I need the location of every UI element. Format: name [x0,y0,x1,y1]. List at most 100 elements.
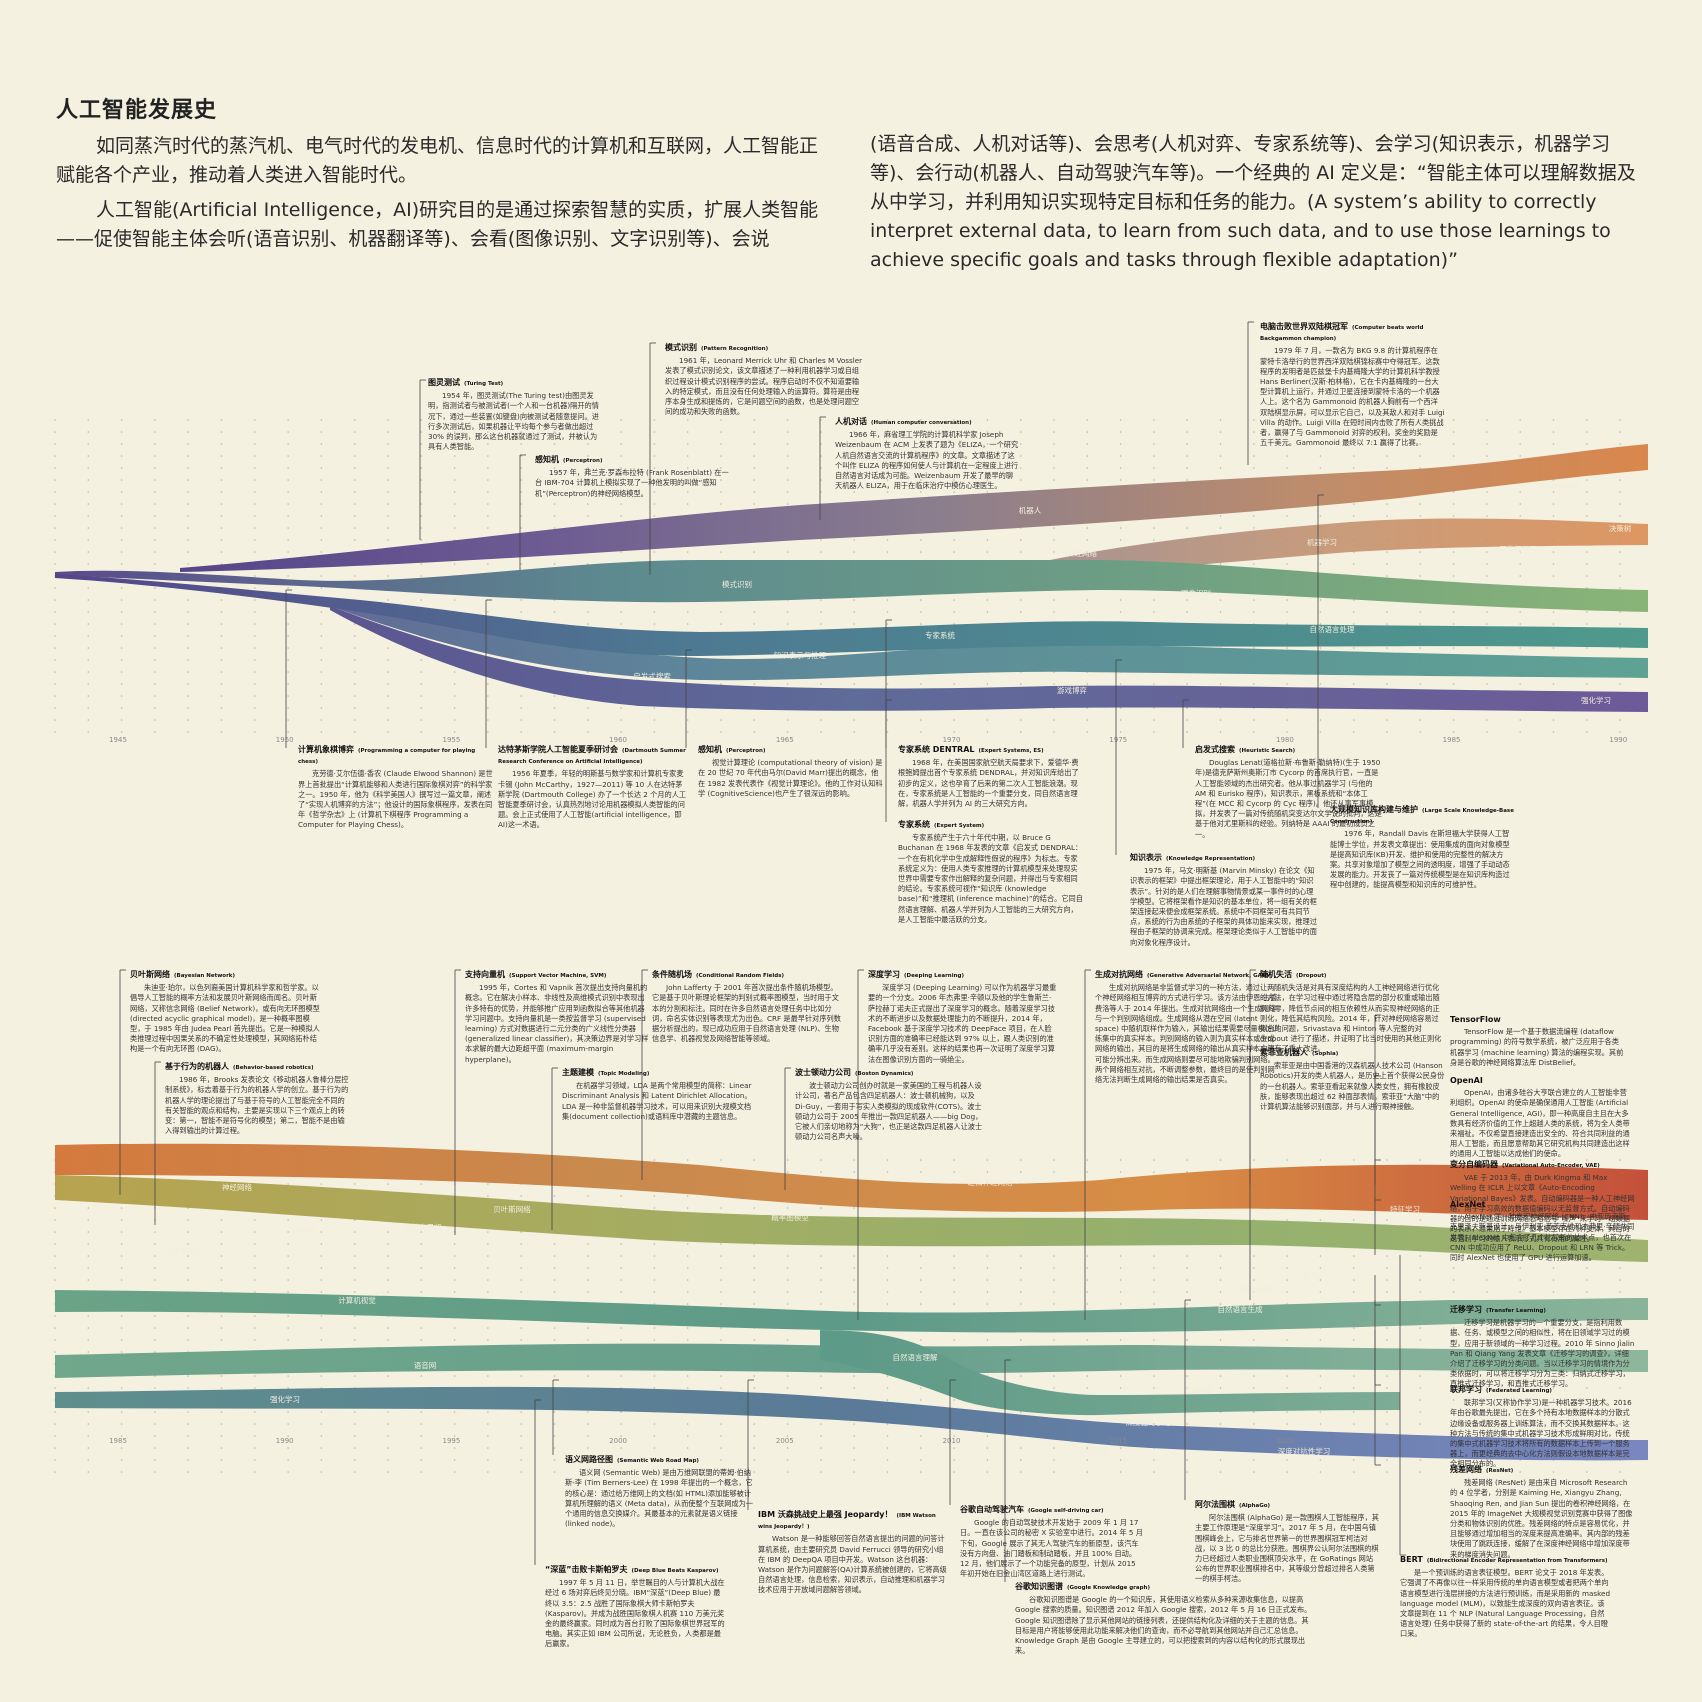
axis2-tick: 2015 [1109,1437,1127,1445]
annotation-body: TensorFlow 是一个基于数据流编程 (dataflow programm… [1450,1027,1624,1067]
annotation-heading-en: (Sophia) [1312,1051,1339,1057]
axis2-tick: 1985 [109,1437,127,1445]
annotation-heading-en: (Programming a computer for playing ches… [298,748,476,766]
annotation-25: OpenAI OpenAI，由诸多硅谷大亨联合建立的人工智能非营利组织。OpenA… [1450,1076,1630,1160]
annotation-heading: 残差网络(ResNet) [1450,1465,1514,1474]
annotation-12: 启发式搜索(Heuristic Search)Douglas Lenat(道格拉… [1195,745,1385,840]
annotation-body: OpenAI，由诸多硅谷大亨联合建立的人工智能非营利组织。OpenAI 的使命是… [1450,1088,1630,1159]
stream-label: 决策树 [1609,523,1632,533]
annotation-13: 大规模知识库构建与维护(Large Scale Knowledge-Base C… [1330,805,1515,891]
annotation-heading-en: (Deeping Learning) [904,973,964,979]
annotation-heading: 索菲亚机器人(Sophia) [1260,1048,1339,1057]
annotation-body: 1976 年，Randall Davis 在斯坦福大学获得人工智能博士学位，并发… [1330,829,1510,890]
axis2-tick: 1995 [442,1437,460,1445]
annotation-heading-en: (Generative Adversarial Network, GAN) [1147,973,1269,979]
stream-label: 机器人 [1019,505,1042,515]
stream-label: 游戏博弈 [1057,685,1087,695]
annotation-16: 支持向量机(Support Vector Machine, SVM)1995 年… [465,970,650,1065]
intro-p2: 人工智能(Artificial Intelligence，AI)研究目的是通过探… [56,199,819,250]
annotation-8: 感知机(Perceptron)视觉计算理论 (computational the… [698,745,883,799]
annotation-15: 基于行为的机器人(Behavior-based robotics)1986 年，… [165,1062,350,1136]
stream-b-cv [55,1290,1648,1333]
annotation-21: 生成对抗网络(Generative Adversarial Network, G… [1095,970,1280,1085]
stream-heuristic [330,606,1648,712]
stream-label: 深度强化学习 [1126,1417,1171,1427]
annotation-heading: 谷歌知识图谱(Google Knowledge graph) [1015,1582,1150,1591]
annotation-23: 索菲亚机器人(Sophia)索菲亚是由中国香港的汉森机器人技术公司 (Hanso… [1260,1048,1445,1112]
stream-neural [55,560,1648,612]
stream-label: 递归神经网络 [968,1177,1013,1187]
annotation-heading: 波士顿动力公司(Boston Dynamics) [795,1068,914,1077]
annotation-heading-en: (Dartmouth Summer Research Conference on… [498,748,686,766]
annotation-body: 1956 年夏季，年轻的明斯基与数学家和计算机专家麦卡锡 (John McCar… [498,769,687,830]
stream-label: 计算机视觉 [338,1295,376,1305]
annotation-body: 1968 年，在美国国家航空航天局要求下，爱德华·费根鲍姆提出首个专家系统 DE… [898,758,1079,809]
stream-label: 知识表示与推理 [774,650,827,660]
annotation-body: 1957 年，弗兰克·罗森布拉特 (Frank Rosenblatt) 在一台 … [535,468,729,498]
stream-label: 自然语言生成 [1218,1304,1263,1314]
annotation-heading: BERT(Bidirectional Encoder Representatio… [1400,1555,1608,1564]
annotation-14: 贝叶斯网络(Bayesian Network)朱迪亚·珀尔，以色列裔美国计算机科… [130,970,320,1055]
axis1-tick: 1955 [442,736,460,744]
stream-label: 支持向量机 [404,1222,442,1232]
annotation-body: Douglas Lenat(道格拉斯·布鲁斯·勒纳特)(生于 1950 年)是德… [1195,758,1382,839]
stream-label: 无监督学习 [1499,544,1537,554]
stream-label: 概率图模型 [771,1212,809,1222]
stream-label: 决策树 [294,1225,317,1235]
annotation-body: 1986 年，Brooks 发表论文《移动机器人鲁棒分层控制系统》，标志着基于行… [165,1075,349,1136]
annotation-9: 专家系统 DENTRAL(Expert Systems, ES)1968 年，在… [898,745,1083,809]
annotation-heading: 大规模知识库构建与维护(Large Scale Knowledge-Base C… [1330,805,1514,826]
stream-label: 贝叶斯网络 [493,1204,531,1214]
annotation-heading: AlexNet [1450,1200,1486,1209]
axis2-tick: 1990 [276,1437,294,1445]
annotation-body: 1961 年，Leonard Merrick Uhr 和 Charles M V… [665,356,863,417]
annotation-heading: 模式识别(Pattern Recognition) [665,343,769,352]
annotation-heading: OpenAI [1450,1076,1483,1085]
annotation-heading: 迁移学习(Transfer Learning) [1450,1305,1546,1314]
axis2-tick: 2010 [943,1437,961,1445]
annotation-body: 1966 年，麻省理工学院的计算机科学家 Joseph Weizenbaum 在… [835,430,1019,491]
annotation-heading: 谷歌自动驾驶汽车(Google self-driving car) [960,1505,1104,1514]
annotation-heading-en: (Bayesian Network) [174,973,235,979]
annotation-11: 知识表示(Knowledge Representation)1975 年，马文·… [1130,853,1320,948]
annotation-body: 迁移学习是机器学习的一个重要分支，是指利用数据、任务、或模型之间的相似性，将在旧… [1450,1318,1635,1389]
stream-label: 知识图谱 [1183,1385,1213,1395]
annotation-heading: 达特茅斯学院人工智能夏季研讨会(Dartmouth Summer Researc… [498,745,686,766]
annotation-heading-en: (Heuristic Search) [1239,748,1296,754]
intro-p3: (语音合成、人机对话等)、会思考(人机对弈、专家系统等)、会学习(知识表示，机器… [870,133,1636,271]
annotation-37: 谷歌知识图谱(Google Knowledge graph) 谷歌知识图谱是 Go… [1015,1582,1315,1656]
annotation-heading-en: (Deep Blue Beats Kasparov) [631,1568,719,1574]
annotation-body: 视觉计算理论 (computational theory of vision) … [698,758,883,798]
annotation-heading: 贝叶斯网络(Bayesian Network) [130,970,235,979]
stream-label: 迁移学习 [1388,1252,1418,1262]
annotation-22: 随机失活(Dropout)随机失活是对具有深度结构的人工神经网络进行优化的方法，… [1260,970,1445,1055]
annotation-heading-en: (Transfer Learning) [1486,1308,1546,1314]
axis1-tick: 1965 [776,736,794,744]
annotation-heading-en: (Support Vector Machine, SVM) [509,973,607,979]
stream-label: 无监督学习 [166,1245,204,1255]
stream-ml-upper [1050,518,1648,575]
axis2-tick: 2000 [609,1437,627,1445]
stream-label: 特征学习 [1390,1204,1420,1214]
annotation-17: 条件随机场(Conditional Random Fields)John Laf… [652,970,842,1044]
annotation-heading-en: (Expert System) [934,823,985,829]
annotation-heading: 感知机(Perceptron) [535,455,603,464]
stream-b-nlu [820,1330,1400,1416]
axis2-tick: 2020 [1276,1437,1294,1445]
annotation-heading: IBM 沃森挑战史上最强 Jeopardy！(IBM Watson wins J… [758,1510,936,1531]
annotation-body: 是一个预训练的语言表征模型。BERT 论文于 2018 年发表。它强调了不再像以… [1400,1568,1611,1639]
annotation-body: 1954 年，图灵测试(The Turing test)由图灵发明，指测试者与被… [428,391,599,452]
page-title: 人工智能发展史 [56,98,218,123]
stream-label: 自然语言理解 [893,1352,938,1362]
annotation-heading-en: (ResNet) [1486,1468,1514,1474]
annotation-heading-en: (Bidirectional Encoder Representation fr… [1426,1558,1608,1564]
annotation-heading-en: (AlphaGo) [1239,1503,1271,1509]
annotation-heading: 深度学习(Deeping Learning) [868,970,964,979]
annotation-31: BERT(Bidirectional Encoder Representatio… [1400,1555,1610,1640]
annotation-body: 谷歌知识图谱是 Google 的一个知识库，其使用语义检索从多种来源收集信息，以… [1015,1595,1312,1656]
annotation-heading: 生成对抗网络(Generative Adversarial Network, G… [1095,970,1269,979]
axis1-tick: 1985 [1443,736,1461,744]
